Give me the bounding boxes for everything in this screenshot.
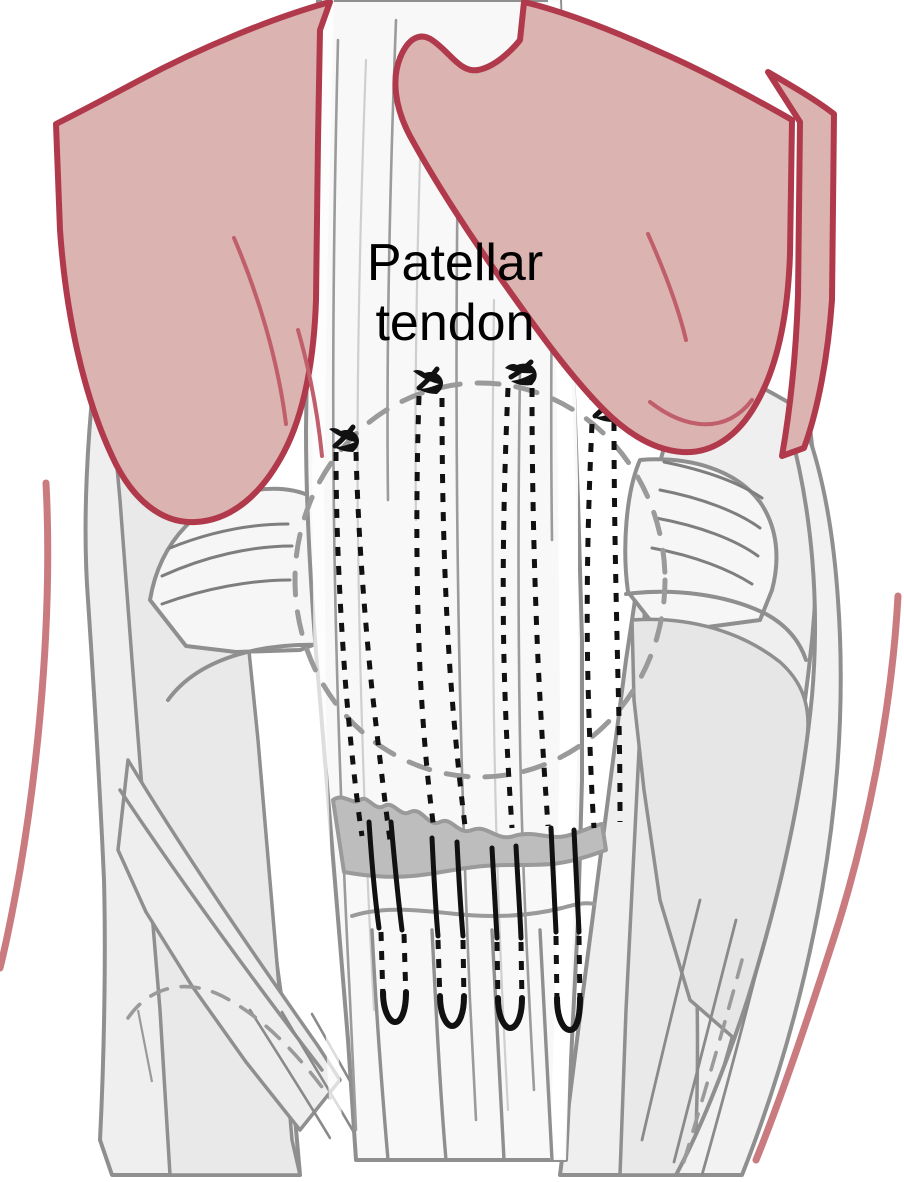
edge-contour-lines [0,479,902,1164]
right-flap-creases [646,232,754,427]
suture-knot-3 [505,359,537,386]
suture-loop-3 [495,995,525,1032]
tendon-left-edge-highlight [312,0,344,1160]
harvest-circle-dashed [292,380,668,780]
mid-suture-3a [489,845,500,941]
right-bottom-dashed-line [680,958,744,1170]
patellar-tendon-label-line2: tendon [375,294,534,352]
mid-suture-3b [513,843,524,941]
suture-knot-2 [413,366,443,394]
left-flap-creases [232,236,324,458]
suture-2-limb-a [414,395,437,831]
suture-knot-1 [329,424,359,452]
right-limb-contour-line [752,592,902,1164]
right-lateral-strap [674,412,843,1177]
suture-loop-2 [437,993,467,1030]
graft-harvest-outline-group [292,380,668,780]
left-bottom-hatch [136,1009,154,1083]
mid-suture-2a [429,835,441,939]
bone-block-band [331,795,608,879]
lower-suture-loops [380,989,583,1034]
suture-4-limb-a [584,423,597,829]
right-fiber-lines [650,460,764,586]
suture-1-limb-a [333,451,365,837]
mid-suture-2b [454,839,466,939]
suture-group [329,359,623,1034]
tendon-lower-strip-dividers [370,928,554,1162]
lower-suture-4b [576,935,583,1005]
mid-suture-4a [548,825,559,935]
left-skin-flap [53,0,333,526]
patellar-tendon-label-line1: Patellar [367,234,543,292]
mid-suture-4b [571,827,582,935]
right-skin-flap-tab [765,69,837,459]
left-bottom-dashed-outline [126,984,332,1100]
underlying-soft-tissue-group [83,348,843,1177]
left-limb-contour-line [0,479,52,972]
right-skin-flap [392,0,795,456]
suture-loop-4 [554,995,583,1034]
mid-suture-1a [366,819,382,931]
suture-1-limb-b [353,451,393,841]
right-lower-fiber-lines [640,898,766,1177]
suture-loop-1 [380,989,409,1026]
patellar-tendon-label: Patellar tendon [367,234,543,352]
mid-suture-1b [388,819,405,933]
suture-4-limb-b [611,421,623,823]
left-fiber-lines [160,522,294,606]
mid-suture-solid-segments [366,819,582,941]
skin-flap-group [53,0,837,526]
upper-suture-limbs [333,387,623,841]
